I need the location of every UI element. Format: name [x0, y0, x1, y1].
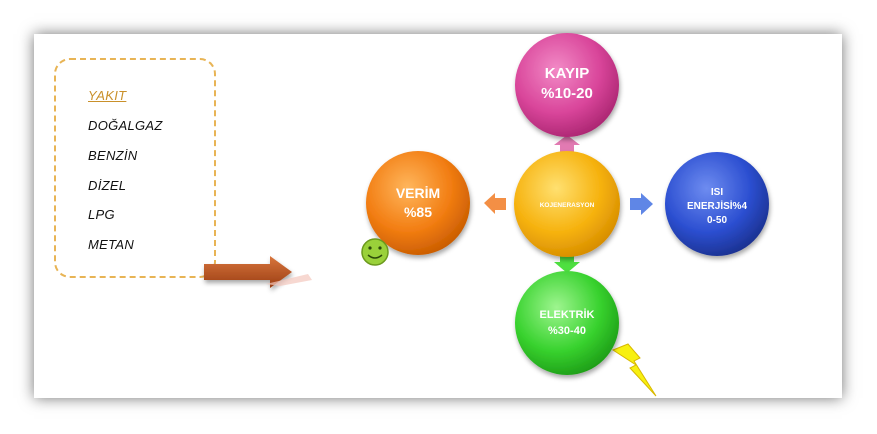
- fuel-item-dizel: DİZEL: [88, 178, 127, 193]
- node-elektrik-line1: ELEKTRİK: [540, 308, 595, 321]
- fuel-heading: YAKIT: [88, 88, 127, 103]
- arrow-down: [554, 254, 580, 273]
- node-verim-line1: VERİM: [396, 185, 440, 201]
- node-verim-line2: %85: [404, 204, 432, 220]
- node-kojenerasyon: KOJENERASYON: [514, 151, 620, 257]
- node-elektrik-line2: %30-40: [548, 325, 586, 337]
- node-verim: VERİM %85: [366, 151, 470, 255]
- node-kayip: KAYIP %10-20: [515, 33, 619, 137]
- node-isi-line1: ISI: [711, 187, 723, 198]
- node-isi-line2: ENERJİSİ%4: [687, 199, 747, 212]
- fuel-item-dogalgaz: DOĞALGAZ: [88, 118, 163, 133]
- arrow-right: [630, 193, 653, 215]
- node-isi-enerjisi: ISI ENERJİSİ%4 0-50: [665, 152, 769, 256]
- node-elektrik: ELEKTRİK %30-40: [515, 271, 619, 375]
- fuel-item-metan: METAN: [88, 237, 135, 252]
- node-kayip-line1: KAYIP: [545, 65, 589, 82]
- node-kojenerasyon-label: KOJENERASYON: [540, 202, 595, 209]
- smiley-icon: [361, 238, 389, 266]
- lightning-bolt-icon: [611, 343, 657, 397]
- arrow-up: [554, 135, 580, 153]
- node-kayip-line2: %10-20: [541, 85, 593, 102]
- arrow-left: [484, 193, 506, 214]
- right-arrow-icon: [204, 256, 312, 288]
- node-isi-line3: 0-50: [707, 215, 727, 226]
- fuel-list-box: [54, 58, 216, 278]
- fuel-item-lpg: LPG: [88, 207, 115, 222]
- fuel-item-benzin: BENZİN: [88, 148, 138, 163]
